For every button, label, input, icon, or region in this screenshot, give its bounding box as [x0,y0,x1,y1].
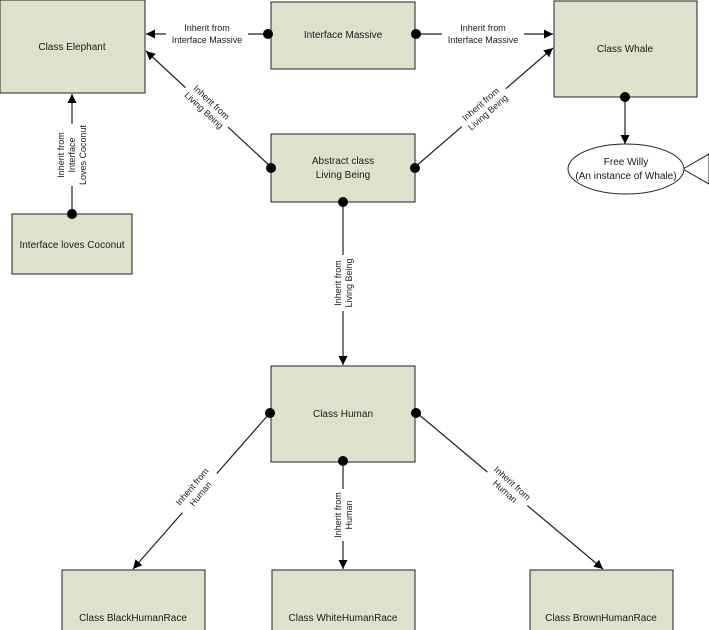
white-race-label: Class WhiteHumanRace [289,613,398,624]
edge-label-line-1: Inherit from [460,23,506,33]
edge-label-living-to-human: Inherit from Living Being [331,255,356,311]
whale-tail-shape [681,153,709,185]
black-race-label: Class BlackHumanRace [79,613,187,624]
edge-label-line-1: Inherit from [333,492,343,538]
node-class-elephant[interactable]: Class Elephant [0,0,146,94]
dot-human-right [411,408,421,418]
node-abstract-living-being[interactable]: Abstract class Living Being [270,133,416,203]
coconut-label: Interface loves Coconut [19,240,124,251]
edge-label-line-2: Human [344,500,354,529]
edge-label-living-to-elephant: Inherit from Living Being [177,77,238,136]
node-class-human[interactable]: Class Human [270,365,416,463]
node-interface-massive[interactable]: Interface Massive [270,1,416,70]
living-being-label-2: Living Being [316,170,370,181]
edge-label-line-1: Inherit from [56,132,66,178]
dot-living-right [410,163,420,173]
node-class-black-human-race[interactable]: Class BlackHumanRace [61,569,206,630]
dot-massive-left [263,29,273,39]
node-class-whale[interactable]: Class Whale [553,0,698,98]
interface-massive-label: Interface Massive [304,30,383,41]
edge-label-massive-to-elephant: Inherit from Interface Massive [166,20,248,47]
edge-label-massive-to-whale: Inherit from Interface Massive [442,20,524,47]
edge-label-line-2: Interface Massive [448,35,519,45]
free-willy-label-2: (An instance of Whale) [575,171,676,182]
edge-label-coconut-to-elephant: Inherit from Interface Loves Coconut [55,124,89,186]
dot-living-bottom [338,197,348,207]
dot-human-bottom [338,456,348,466]
node-interface-loves-coconut[interactable]: Interface loves Coconut [11,213,133,275]
edge-label-line-2: Interface [67,137,77,172]
edge-label-human-to-black: Inherit from Human [170,462,223,519]
brown-race-label: Class BrownHumanRace [545,613,657,624]
dot-massive-right [411,29,421,39]
edge-label-line-1: Inherit from [333,260,343,306]
dot-whale-bottom [620,92,630,102]
class-whale-label: Class Whale [597,44,654,55]
connector-dots [67,29,630,466]
node-free-willy[interactable]: Free Willy (An instance of Whale) [567,143,709,195]
dot-coconut-top [67,209,77,219]
edge-label-human-to-white: Inherit from Human [331,489,356,541]
node-class-brown-human-race[interactable]: Class BrownHumanRace [529,569,674,630]
class-elephant-label: Class Elephant [38,42,105,53]
edge-label-living-to-whale: Inherit from Living Being [454,79,515,137]
edge-label-line-2: Interface Massive [172,35,243,45]
class-human-label: Class Human [313,409,373,420]
edge-label-line-2: Living Being [344,258,354,307]
node-class-white-human-race[interactable]: Class WhiteHumanRace [271,569,416,630]
edge-label-line-1: Inherit from [184,23,230,33]
free-willy-label-1: Free Willy [604,157,648,168]
dot-living-left [266,163,276,173]
edge-label-line-3: Loves Coconut [78,124,88,185]
dot-human-left [265,408,275,418]
living-being-label-1: Abstract class [312,156,374,167]
